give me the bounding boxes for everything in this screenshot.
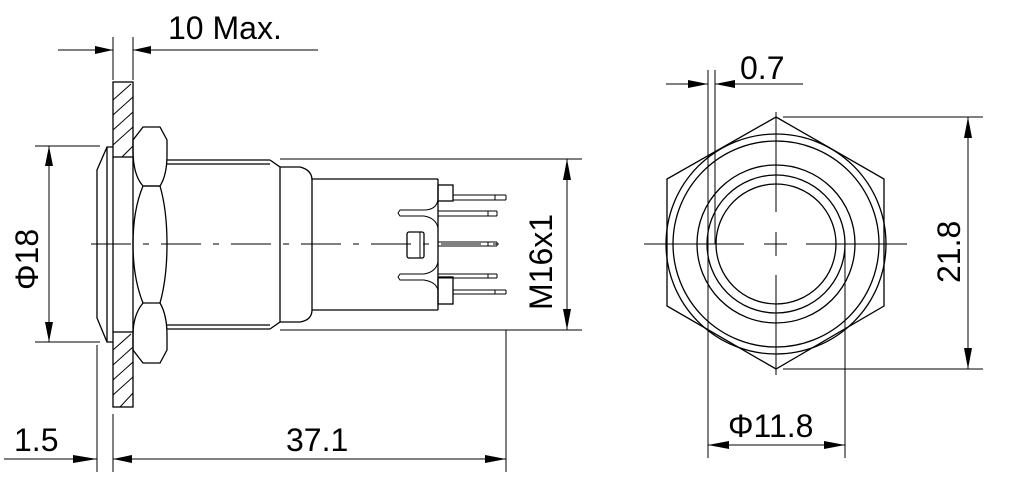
dim-panel-max: 10 Max. — [58, 10, 318, 80]
dim-ring-width: 0.7 — [666, 50, 803, 458]
terminals — [397, 184, 507, 305]
dim-head-diameter: Φ18 — [9, 145, 100, 343]
dim-ring-width-label: 0.7 — [740, 50, 784, 86]
threaded-body — [167, 159, 281, 330]
dim-across-corners: 21.8 — [783, 116, 983, 370]
dim-inner-diameter-label: Φ11.8 — [728, 408, 813, 444]
dim-inner-diameter: Φ11.8 — [708, 247, 846, 458]
front-view: 0.7 21.8 Φ11.8 — [644, 50, 983, 458]
dim-thread-label: M16x1 — [523, 214, 559, 310]
panel-section-bottom — [112, 331, 134, 408]
dim-panel-max-label: 10 Max. — [168, 10, 282, 46]
panel-section-top — [112, 81, 134, 158]
dim-head-diameter-label: Φ18 — [9, 229, 45, 290]
dim-thread: M16x1 — [280, 158, 582, 331]
dim-body-length-label: 37.1 — [286, 422, 348, 458]
dim-across-corners-label: 21.8 — [931, 221, 967, 283]
hex-nut — [132, 126, 168, 364]
dim-bottom: 1.5 37.1 — [4, 330, 507, 472]
dim-head-thickness-label: 1.5 — [14, 422, 58, 458]
side-view: 10 Max. Φ18 M16x1 1.5 — [4, 10, 582, 472]
